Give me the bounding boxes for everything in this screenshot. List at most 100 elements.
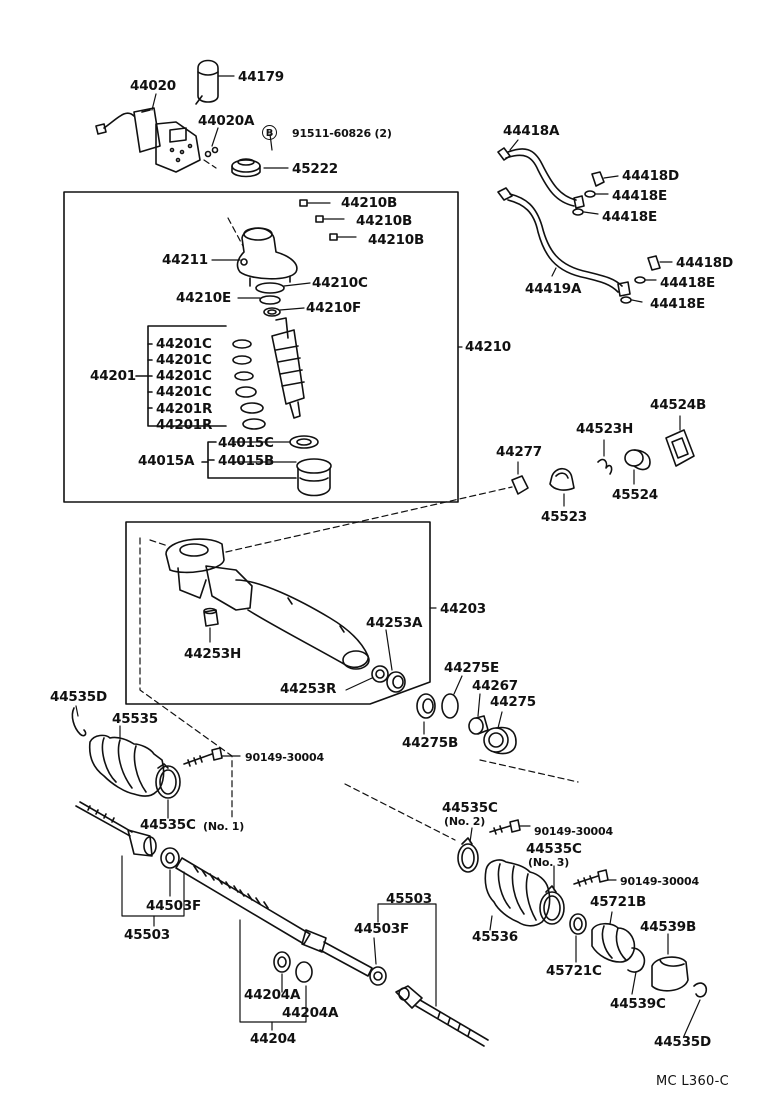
plug-44277 [511,475,529,495]
part-label: 45721B [590,894,647,910]
part-label: 44201C [156,352,212,368]
control-valve-44201 [271,317,305,419]
part-label: 45721C [546,963,602,979]
part-label: 44535D [50,689,107,705]
part-label: 44201C [156,384,212,400]
valve-unit-44020 [95,107,201,173]
tie-rod-end-45503-left [75,801,157,857]
part-label: 45503 [386,891,432,907]
part-label: 44210E [176,290,231,306]
part-label: 44535D [654,1034,711,1050]
leader-lines-right-boot [469,825,701,1037]
leader-lines-mid-right [423,675,503,735]
bracket-44201 [135,325,227,427]
o-ring-44275e [441,693,459,719]
part-label: (No. 1) [203,820,245,833]
part-label: 44267 [472,678,518,694]
part-label: 44253A [366,615,423,631]
boot-45721b [591,922,636,963]
cover-44179 [195,59,219,105]
part-label: 44418A [503,123,560,139]
part-label: 44020 [130,78,176,94]
part-label: 44179 [238,69,284,85]
part-label: 44539C [610,996,666,1012]
part-label: 44503F [354,921,409,937]
part-label: 44275 [490,694,536,710]
part-label: 44539B [640,919,697,935]
bolt-90149-right-2 [573,869,609,887]
part-label: 44210 [465,339,511,355]
ring-44539c [627,947,646,973]
bracket-44015a [201,441,297,479]
part-label: 44253H [184,646,242,662]
o-ring-44204a-2 [295,961,313,983]
bracket-45503-left [121,855,185,927]
part-label: 45524 [612,487,658,503]
part-label: 44211 [162,252,208,268]
part-label: 45503 [124,927,170,943]
leader-lines-left-boot [75,705,241,819]
clip-44535d-right [693,982,708,998]
part-label: (No. 2) [444,815,486,828]
bracket-45503-right [373,903,437,1007]
part-label: 45536 [472,929,518,945]
part-label: 44210B [368,232,425,248]
guide-lines [139,159,579,841]
part-label: 44524B [650,397,707,413]
part-label: 44418E [650,296,705,312]
part-label: 44204A [282,1005,339,1021]
part-label: 44535C [140,817,196,833]
part-label: 44419A [525,281,582,297]
clip-44535d [71,707,87,737]
spring-44523h [597,458,613,475]
ring-44210c [255,282,285,294]
part-label: 44020A [198,113,255,129]
guide-45523 [549,467,575,491]
cover-44524b [665,429,695,467]
clamp-44535c-no3 [539,885,565,925]
seal-44275b [416,693,436,719]
part-label: 90149-30004 [245,751,324,764]
clamp-44535c-no1 [155,763,181,799]
boot-45535 [88,734,165,797]
bushing-44253h [203,607,219,627]
part-label: 44201R [156,401,213,417]
part-label: 44203 [440,601,486,617]
leader-lines-housing [209,607,437,691]
part-label: 45535 [112,711,158,727]
part-label: 44201R [156,417,213,433]
end-stopper-44275 [483,726,517,755]
seal-rings-44201 [232,339,266,430]
cap-44539b [651,956,689,992]
seal-44253r [371,665,389,683]
bolt-90149-left [183,747,223,767]
part-label: 44418E [660,275,715,291]
bearing-44015b [296,458,332,497]
part-label: 44201C [156,368,212,384]
boot-45536 [484,859,551,927]
part-label: 44210B [341,195,398,211]
leader-lines-top [151,75,463,463]
part-label: 90149-30004 [620,875,699,888]
tie-rod-end-45503-right [395,985,489,1047]
bushing-45721c [569,913,587,935]
o-ring-44020a-2 [211,146,219,154]
part-label: 44418E [612,188,667,204]
part-label: 44201C [156,336,212,352]
part-label: 44535C [526,841,582,857]
seal-45222 [231,158,261,178]
part-label: 45222 [292,161,338,177]
spacer-44267 [468,715,489,735]
pipe-44419a [497,187,661,304]
diagram-code: MC L360-C [656,1074,729,1089]
plugs-44210b [299,199,338,241]
part-label: 45523 [541,509,587,525]
part-label: 44275B [402,735,459,751]
seal-44204a-1 [273,951,291,973]
part-label: 44503F [146,898,201,914]
housing-frame [125,521,431,705]
housing-44203 [165,538,370,670]
nut-44503f-left [160,847,180,869]
part-label: 91511-60826 (2) [292,127,392,140]
